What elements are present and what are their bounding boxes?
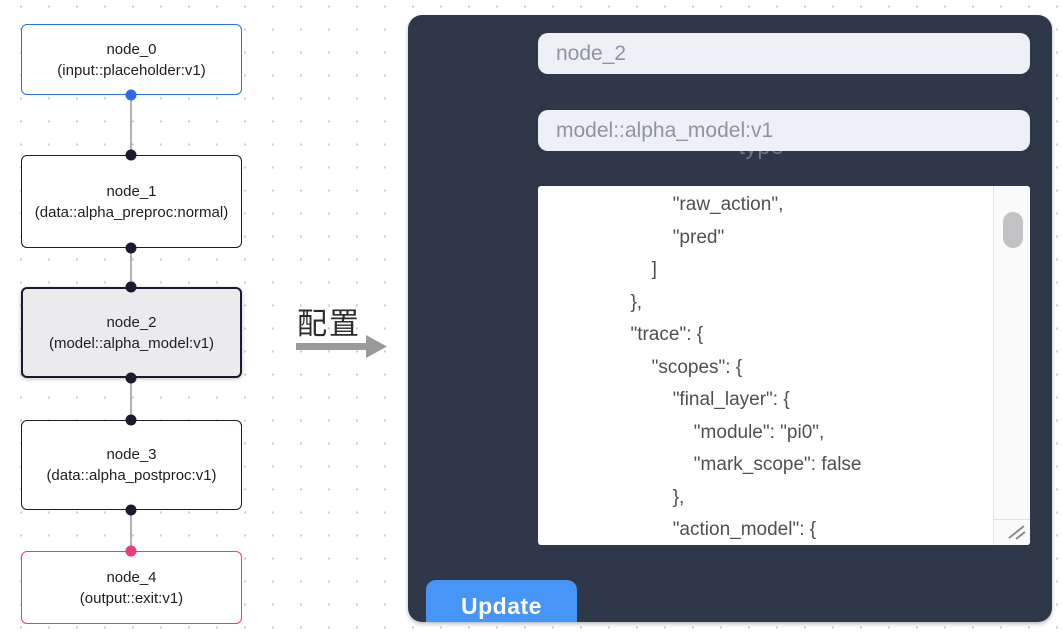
node-3-type: (data::alpha_postproc:v1)	[46, 467, 217, 484]
node-3[interactable]: node_3 (data::alpha_postproc:v1)	[21, 420, 242, 510]
node-4[interactable]: node_4 (output::exit:v1)	[21, 551, 242, 624]
config-resize-corner	[993, 519, 1030, 545]
handle-node3-source[interactable]	[125, 504, 137, 516]
node-1[interactable]: node_1 (data::alpha_preproc:normal)	[21, 155, 242, 248]
node-4-name: node_4	[106, 568, 157, 586]
right-arrow-icon	[296, 335, 387, 358]
node-3-name: node_3	[106, 446, 157, 463]
handle-node4-target[interactable]	[125, 545, 137, 557]
node-1-type: (data::alpha_preproc:normal)	[34, 203, 229, 221]
node-0[interactable]: node_0 (input::placeholder:v1)	[21, 24, 242, 95]
node-0-type: (input::placeholder:v1)	[57, 61, 206, 79]
config-json-content: "raw_action", "pred" ] }, "trace": { "sc…	[630, 194, 862, 540]
node-0-name: node_0	[106, 40, 157, 58]
edge-node1-node2	[130, 248, 132, 287]
handle-node1-source[interactable]	[125, 242, 137, 254]
edge-node0-node1	[130, 95, 132, 155]
node-config-panel: ID type config "raw_action", "pred" ] },…	[408, 15, 1052, 622]
update-button[interactable]: Update	[426, 580, 577, 622]
handle-node2-source[interactable]	[125, 372, 137, 384]
handle-node3-target[interactable]	[125, 414, 137, 426]
type-input[interactable]	[538, 110, 1030, 151]
config-scrollbar-thumb[interactable]	[1003, 212, 1023, 248]
edge-node3-node4	[130, 510, 132, 551]
config-textarea[interactable]: "raw_action", "pred" ] }, "trace": { "sc…	[538, 186, 1030, 545]
node-4-type: (output::exit:v1)	[79, 589, 184, 607]
node-2-name: node_2	[106, 313, 157, 331]
config-scrollbar-track[interactable]	[993, 186, 1030, 545]
node-2-type: (model::alpha_model:v1)	[48, 334, 215, 352]
configure-annotation-label: 配置	[297, 308, 361, 341]
id-input[interactable]	[538, 33, 1030, 74]
handle-node0-source[interactable]	[125, 89, 137, 101]
edge-node2-node3	[130, 378, 132, 420]
handle-node2-target[interactable]	[125, 281, 137, 293]
node-1-name: node_1	[106, 182, 157, 200]
handle-node1-target[interactable]	[125, 149, 137, 161]
node-2[interactable]: node_2 (model::alpha_model:v1)	[21, 287, 242, 378]
resize-handle-icon[interactable]	[1005, 522, 1027, 542]
